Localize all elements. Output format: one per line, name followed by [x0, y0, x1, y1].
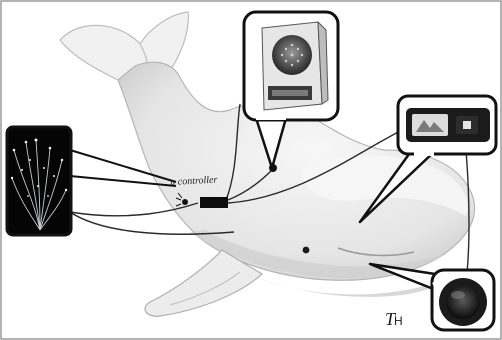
watermark-main: T — [385, 309, 394, 329]
display-panel-icon — [406, 108, 490, 142]
speaker-box-icon — [262, 22, 328, 110]
fiber-optic-light-icon — [7, 127, 71, 235]
whale-eye-icon — [303, 247, 310, 254]
watermark-mark: TH — [385, 309, 402, 330]
pressure-sensor-icon — [439, 278, 487, 326]
watermark-sub: H — [394, 314, 402, 328]
